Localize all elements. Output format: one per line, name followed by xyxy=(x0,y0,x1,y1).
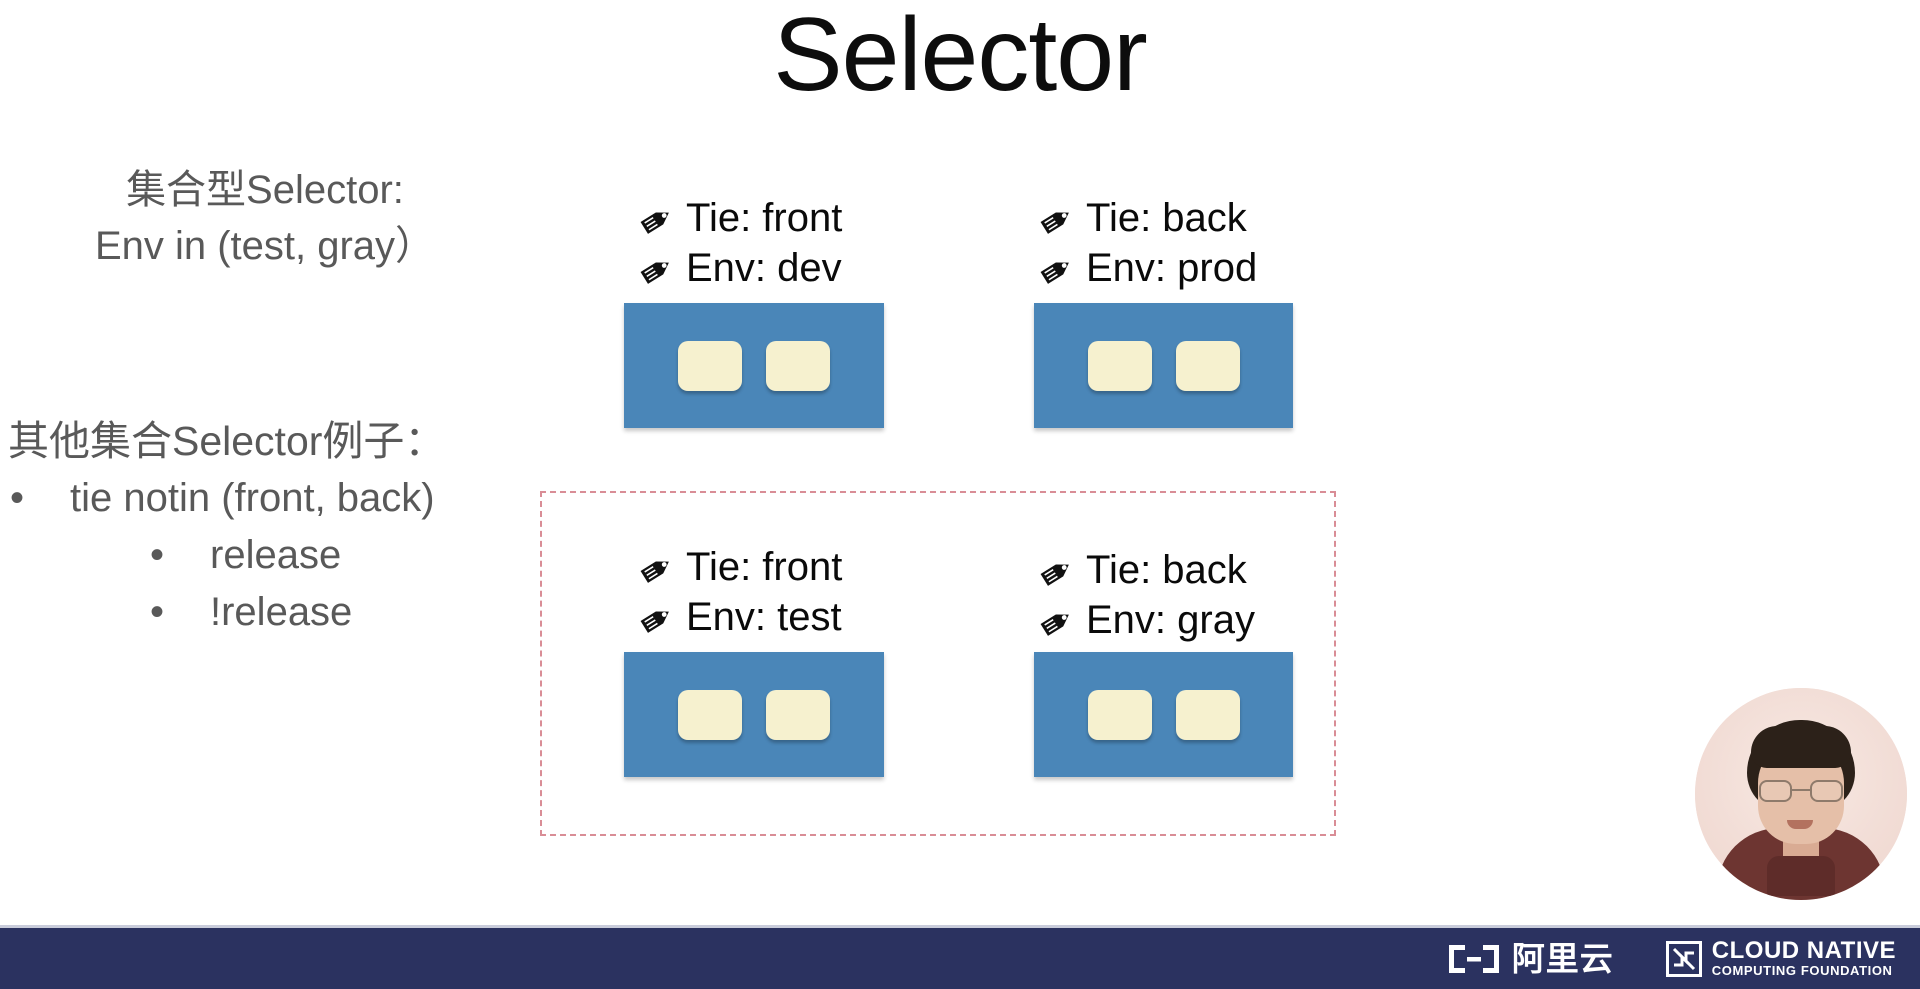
pod[interactable] xyxy=(678,340,742,391)
list-item: • tie notin (front, back) xyxy=(0,470,540,527)
webcam-lens-left xyxy=(1759,780,1792,802)
footer-logos: 阿里云 CLOUD NATIVE COMPUTING FOUNDATION xyxy=(1445,928,1896,989)
list-item-label: tie notin (front, back) xyxy=(70,476,435,520)
label-text: Env: gray xyxy=(1086,598,1255,642)
label-text: Env: test xyxy=(686,595,842,639)
list-item: • release xyxy=(0,527,540,584)
label-text: Tie: front xyxy=(686,196,843,240)
list-item-label: !release xyxy=(210,590,353,634)
cncf-mark-icon xyxy=(1665,940,1702,977)
label-line: Tie: front xyxy=(640,193,842,243)
label-line: Tie: back xyxy=(1040,193,1257,243)
tag-icon xyxy=(640,553,674,585)
label-line: Env: dev xyxy=(640,243,842,293)
set-selector-description: 集合型Selector: Env in (test, gray） xyxy=(0,162,530,274)
set-selector-expression: Env in (test, gray） xyxy=(94,224,436,268)
cncf-line-2: COMPUTING FOUNDATION xyxy=(1711,963,1893,978)
tag-icon xyxy=(640,603,674,635)
label-text: Tie: front xyxy=(686,545,843,589)
other-examples-heading: 其他集合Selector例子： xyxy=(8,418,446,464)
set-selector-heading: 集合型Selector: xyxy=(126,168,404,212)
presenter-webcam[interactable] xyxy=(1695,688,1907,900)
cncf-logo: CLOUD NATIVE COMPUTING FOUNDATION xyxy=(1665,937,1896,979)
alibaba-cloud-logo: 阿里云 xyxy=(1445,939,1614,977)
alibaba-cloud-mark-icon xyxy=(1445,941,1503,977)
pod[interactable] xyxy=(1087,689,1152,740)
label-line: Env: gray xyxy=(1040,595,1255,645)
other-selector-examples: 其他集合Selector例子： • tie notin (front, back… xyxy=(0,412,540,641)
node-top-right[interactable] xyxy=(1034,303,1293,428)
cncf-wordmark: CLOUD NATIVE COMPUTING FOUNDATION xyxy=(1711,937,1896,979)
node-top-left-labels: Tie: front Env: dev xyxy=(640,193,842,293)
webcam-collar xyxy=(1767,856,1835,896)
node-bottom-right[interactable] xyxy=(1034,652,1293,777)
tag-icon xyxy=(1040,606,1074,638)
list-item-label: release xyxy=(210,533,342,577)
node-top-left[interactable] xyxy=(624,303,884,428)
node-bottom-left[interactable] xyxy=(624,652,884,777)
label-line: Tie: back xyxy=(1040,545,1255,595)
bullet-icon: • xyxy=(149,533,164,577)
list-item: • !release xyxy=(0,584,540,641)
bullet-icon: • xyxy=(9,476,24,520)
webcam-glasses-bridge xyxy=(1792,789,1810,791)
pod[interactable] xyxy=(766,689,830,740)
label-text: Tie: back xyxy=(1086,548,1247,592)
footer-bar: 阿里云 CLOUD NATIVE COMPUTING FOUNDATION xyxy=(0,925,1920,989)
pod[interactable] xyxy=(1175,689,1240,740)
bullet-icon: • xyxy=(149,590,164,634)
webcam-fringe xyxy=(1751,726,1851,768)
pod[interactable] xyxy=(678,689,742,740)
selected-nodes-region xyxy=(540,491,1336,836)
tag-icon xyxy=(640,204,674,236)
pod[interactable] xyxy=(766,340,830,391)
label-text: Env: dev xyxy=(686,246,842,290)
tag-icon xyxy=(1040,556,1074,588)
node-bottom-right-labels: Tie: back Env: gray xyxy=(1040,545,1255,645)
webcam-mouth xyxy=(1787,820,1813,829)
tag-icon xyxy=(1040,204,1074,236)
node-bottom-left-labels: Tie: front Env: test xyxy=(640,542,842,642)
label-text: Env: prod xyxy=(1086,246,1258,290)
label-line: Env: test xyxy=(640,592,842,642)
label-text: Tie: back xyxy=(1086,196,1247,240)
label-line: Tie: front xyxy=(640,542,842,592)
tag-icon xyxy=(640,254,674,286)
glasses-icon xyxy=(1759,780,1843,802)
alibaba-cloud-label: 阿里云 xyxy=(1511,939,1614,977)
tag-icon xyxy=(1040,254,1074,286)
cncf-line-1: CLOUD NATIVE xyxy=(1711,937,1896,964)
label-line: Env: prod xyxy=(1040,243,1257,293)
node-top-right-labels: Tie: back Env: prod xyxy=(1040,193,1257,293)
page-title: Selector xyxy=(773,0,1148,113)
webcam-lens-right xyxy=(1810,780,1843,802)
pod[interactable] xyxy=(1087,340,1152,391)
pod[interactable] xyxy=(1175,340,1240,391)
